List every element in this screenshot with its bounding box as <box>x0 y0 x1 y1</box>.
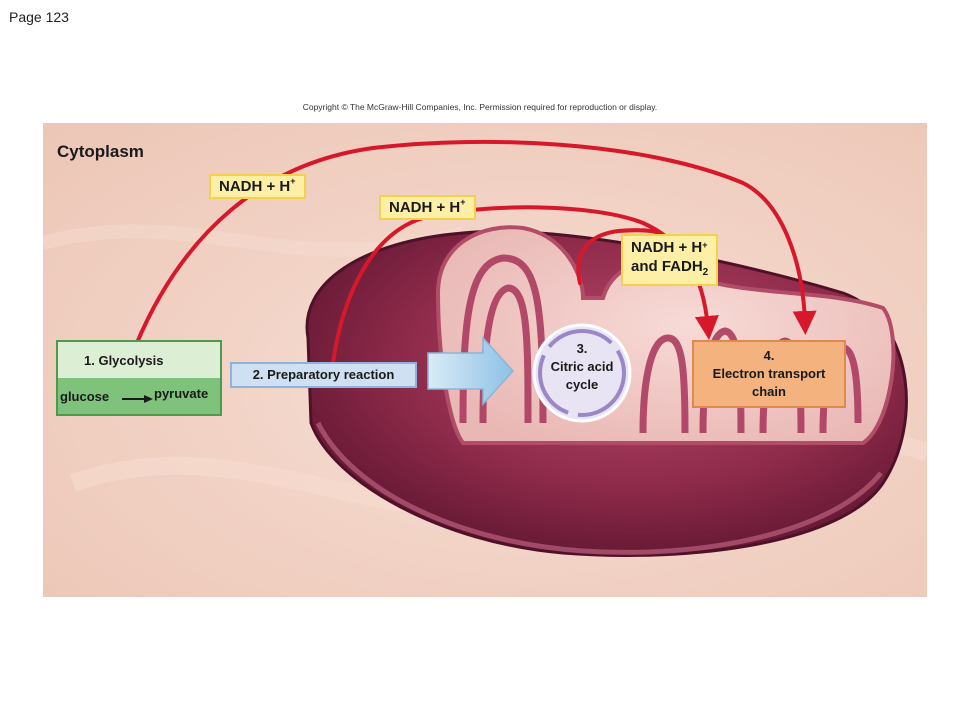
copyright-notice: Copyright © The McGraw-Hill Companies, I… <box>302 102 658 112</box>
citric-acid-cycle-label: 3. Citric acid cycle <box>550 341 614 392</box>
respiration-figure: Cytoplasm NADH + H+ NADH + H+ NADH + H+ … <box>43 123 927 597</box>
nadh-fadh-label: NADH + H+ and FADH2 <box>621 234 719 286</box>
cycle-ring <box>538 329 626 417</box>
blue-flow-arrow <box>427 336 515 406</box>
citric-acid-disc <box>532 323 632 423</box>
electron-transport-chain-box: 4. Electron transport chain <box>692 340 846 408</box>
glucose-label: glucose <box>60 389 110 404</box>
page-number: Page 123 <box>9 9 69 25</box>
glucose-to-pyruvate-arrow <box>122 395 153 403</box>
nadh-label-glycolysis: NADH + H+ <box>209 174 306 199</box>
pyruvate-label: pyruvate <box>154 386 209 401</box>
glycolysis-box: 1. Glycolysis glucose pyruvate <box>56 340 222 416</box>
preparatory-reaction-box: 2. Preparatory reaction <box>230 362 417 388</box>
cytoplasm-label: Cytoplasm <box>57 142 144 161</box>
nadh-label-preparatory: NADH + H+ <box>379 195 476 220</box>
glycolysis-title: 1. Glycolysis <box>84 353 164 368</box>
